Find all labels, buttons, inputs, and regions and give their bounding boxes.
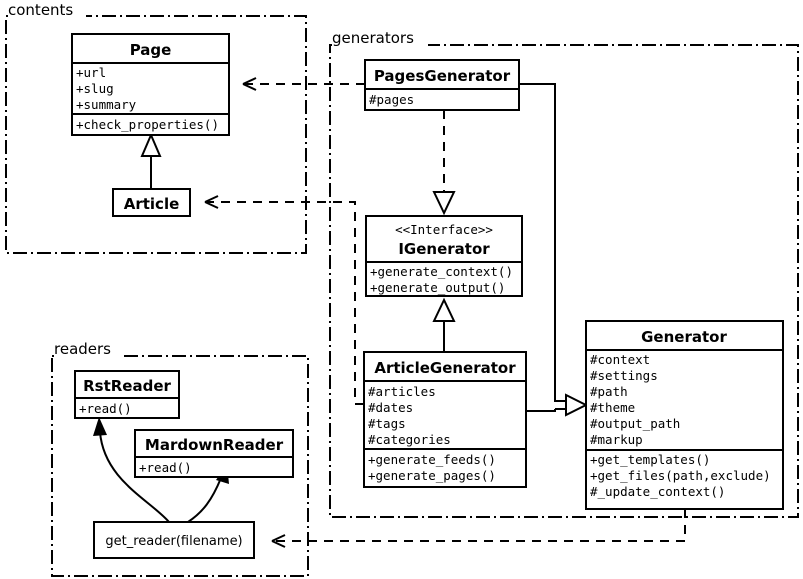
class-method-generator-1: +get_files(path,exclude)	[590, 468, 771, 483]
package-label-contents: contents	[8, 1, 73, 19]
edge-articlegenerator-extends-igenerator	[432, 297, 456, 352]
package-readers: readers	[51, 340, 309, 577]
class-box-mardownreader[interactable]: MardownReader +read()	[134, 429, 294, 478]
class-attr-rstreader-0: +read()	[79, 401, 132, 416]
class-box-articlegenerator[interactable]: ArticleGenerator #articles #dates #tags …	[363, 351, 527, 488]
class-box-generator[interactable]: Generator #context #settings #path #them…	[585, 320, 784, 510]
class-method-articlegenerator-0: +generate_feeds()	[368, 452, 496, 467]
class-method-generator-2: #_update_context()	[590, 484, 725, 499]
class-attr-articlegenerator-1: #dates	[368, 400, 413, 415]
class-attr-page-2: +summary	[76, 97, 137, 112]
edge-article-extends-page	[140, 132, 162, 189]
class-name-article: Article	[124, 195, 180, 213]
class-stereotype-igenerator: <<Interface>>	[395, 222, 493, 237]
class-attr-generator-4: #output_path	[590, 416, 680, 431]
package-label-readers: readers	[54, 340, 111, 358]
class-attr-generator-3: #theme	[590, 400, 635, 415]
class-method-articlegenerator-1: +generate_pages()	[368, 468, 496, 483]
function-box-get-reader[interactable]: get_reader(filename)	[93, 521, 255, 559]
class-attr-generator-1: #settings	[590, 368, 658, 383]
class-attr-generator-2: #path	[590, 384, 628, 399]
edge-getreader-returns-rstreader	[93, 417, 170, 523]
class-name-page: Page	[130, 41, 172, 59]
edge-articlegenerator-extends-generator	[526, 393, 589, 417]
class-name-pagesgenerator: PagesGenerator	[374, 67, 511, 85]
class-method-page-0: +check_properties()	[76, 117, 219, 132]
class-name-rstreader: RstReader	[83, 377, 171, 395]
class-attr-articlegenerator-0: #articles	[368, 384, 436, 399]
class-attr-generator-0: #context	[590, 352, 650, 367]
package-label-generators: generators	[332, 29, 414, 47]
class-attr-mardownreader-0: +read()	[139, 460, 192, 475]
class-box-article[interactable]: Article	[112, 188, 191, 217]
function-label-get-reader: get_reader(filename)	[105, 534, 242, 549]
class-attr-generator-5: #markup	[590, 432, 643, 447]
class-box-page[interactable]: Page +url +slug +summary +check_properti…	[71, 33, 230, 136]
edge-articlegenerator-uses-article	[204, 195, 364, 405]
edge-generator-uses-getreader	[271, 509, 686, 548]
package-generators: generators	[329, 29, 799, 518]
class-name-generator: Generator	[641, 328, 727, 346]
class-method-generator-0: +get_templates()	[590, 452, 710, 467]
class-name-articlegenerator: ArticleGenerator	[374, 359, 516, 377]
class-name-mardownreader: MardownReader	[145, 436, 284, 454]
class-attr-articlegenerator-2: #tags	[368, 416, 406, 431]
class-method-igenerator-1: +generate_output()	[370, 280, 505, 295]
edge-pagesgenerator-extends-generator	[519, 83, 566, 402]
package-contents: contents	[5, 1, 307, 254]
class-attr-page-0: +url	[76, 65, 106, 80]
class-attr-articlegenerator-3: #categories	[368, 432, 451, 447]
class-box-pagesgenerator[interactable]: PagesGenerator #pages	[364, 59, 520, 111]
edge-pagesgenerator-uses-page	[242, 77, 365, 91]
class-attr-pagesgenerator-0: #pages	[369, 92, 414, 107]
class-box-igenerator[interactable]: <<Interface>> IGenerator +generate_conte…	[365, 215, 523, 297]
class-box-rstreader[interactable]: RstReader +read()	[74, 370, 180, 419]
edge-pagesgenerator-realizes-igenerator	[432, 110, 456, 216]
class-attr-page-1: +slug	[76, 81, 114, 96]
class-method-igenerator-0: +generate_context()	[370, 264, 513, 279]
class-name-igenerator: IGenerator	[398, 240, 490, 258]
